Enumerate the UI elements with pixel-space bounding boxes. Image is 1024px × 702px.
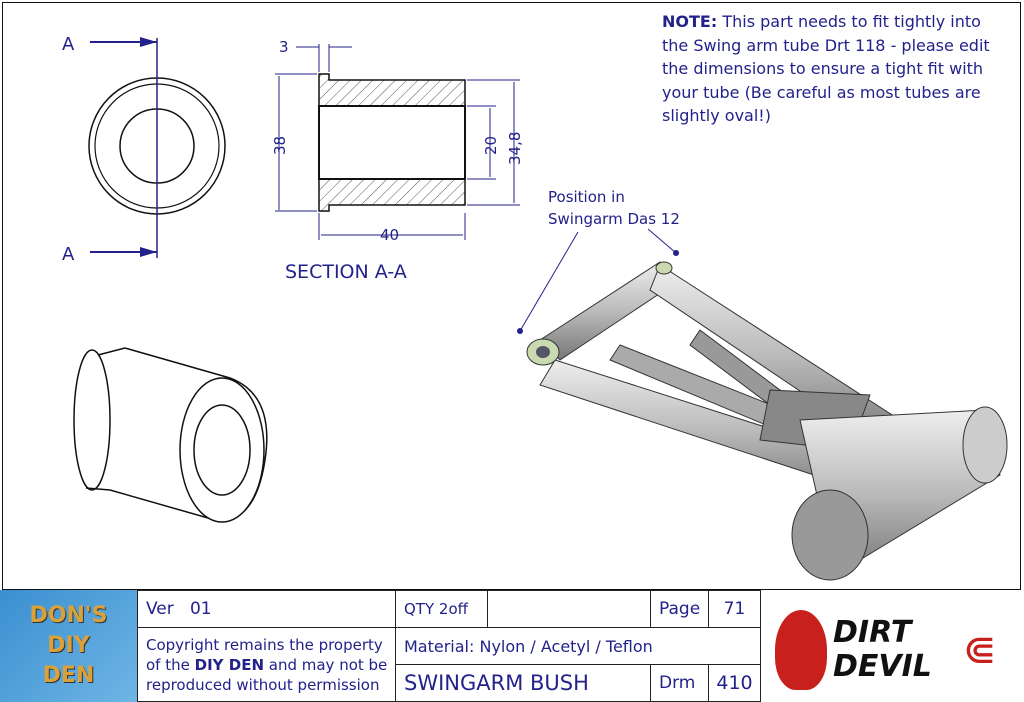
cut-label-top: A	[62, 34, 75, 55]
iso-bush-view	[73, 347, 268, 523]
drawing-views: A A 3 38 20 34,8 40 SECTION A-A Position…	[62, 34, 1008, 581]
swingarm-iso-view	[517, 228, 1008, 581]
drawing-sheet	[2, 2, 1021, 590]
blank-cell	[487, 590, 651, 628]
qty-cell: QTY 2off	[395, 590, 488, 628]
dirt-devil-logo: DIRT DEVIL ⋐	[775, 608, 1015, 692]
position-label-line1: Position in	[548, 188, 625, 206]
page-number: 71	[708, 590, 761, 628]
trident-icon: ⋐	[963, 627, 997, 673]
section-view	[275, 44, 520, 240]
page-label: Page	[650, 590, 709, 628]
note-prefix: NOTE:	[662, 12, 718, 31]
dimension-labels: 3 38 20 34,8 40	[271, 38, 524, 244]
position-label-line2: Swingarm Das 12	[548, 210, 680, 228]
dim-bore: 20	[482, 136, 500, 155]
drawing-label: Drm	[650, 664, 709, 702]
drawing-number: 410	[708, 664, 761, 702]
section-label: SECTION A-A	[285, 261, 407, 283]
dim-body: 34,8	[506, 132, 524, 165]
end-view	[88, 37, 226, 258]
part-name: SWINGARM BUSH	[395, 664, 651, 702]
material-cell: Material: Nylon / Acetyl / Teflon	[395, 627, 761, 665]
dim-flange: 3	[279, 38, 289, 56]
copyright-cell: Copyright remains the property of the DI…	[137, 627, 396, 702]
devil-face-icon	[775, 610, 827, 690]
design-note: NOTE: This part needs to fit tightly int…	[662, 10, 1012, 128]
version-cell: Ver 01	[137, 590, 396, 628]
dim-length: 40	[380, 226, 399, 244]
title-block: DON'S DIY DEN Ver 01 Copyright remains t…	[0, 590, 1024, 702]
dim-outer: 38	[271, 136, 289, 155]
note-text: This part needs to fit tightly into the …	[662, 12, 990, 125]
dons-diy-den-logo: DON'S DIY DEN	[0, 590, 137, 702]
cut-label-bottom: A	[62, 244, 75, 265]
